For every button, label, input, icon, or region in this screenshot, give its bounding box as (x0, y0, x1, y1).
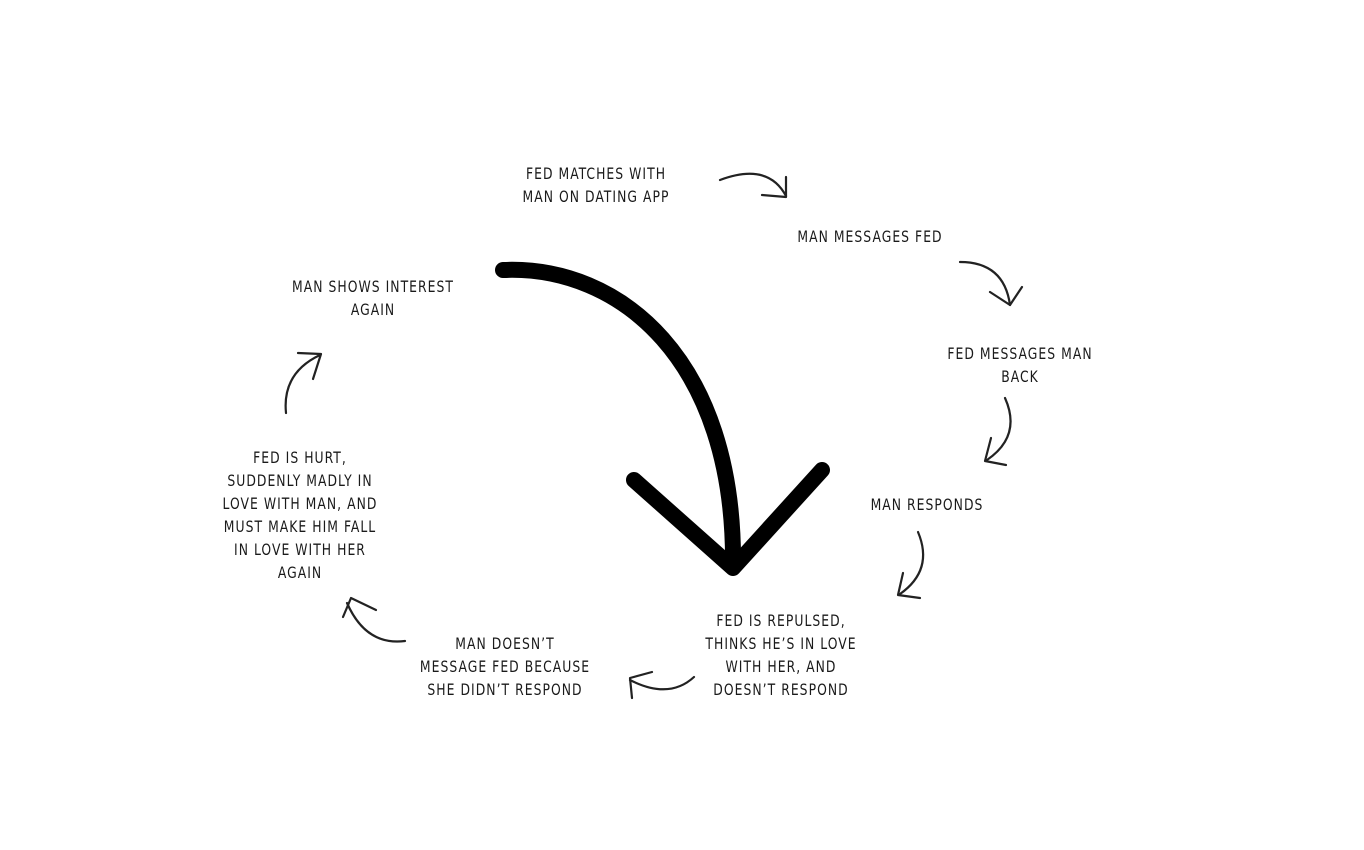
step-man-doesnt-message: MAN DOESN’T MESSAGE FED BECAUSE SHE DIDN… (419, 634, 591, 699)
big-arrow-shaft (495, 261, 742, 573)
curved-arrow-icon (341, 596, 407, 643)
step-fed-repulsed: FED IS REPULSED, THINKS HE’S IN LOVE WIT… (705, 611, 857, 699)
curved-arrow-icon (718, 172, 788, 199)
big-arrow-head (626, 462, 830, 576)
step-man-shows-interest: MAN SHOWS INTEREST AGAIN (291, 277, 454, 319)
curved-arrow-icon (896, 530, 925, 600)
curved-arrow-icon (284, 351, 323, 415)
step-fed-hurt: FED IS HURT, SUDDENLY MADLY IN LOVE WITH… (222, 448, 378, 582)
step-man-responds: MAN RESPONDS (870, 495, 984, 514)
curved-arrow-icon (628, 670, 696, 700)
curved-arrow-icon (958, 260, 1024, 307)
step-fed-messages-back: FED MESSAGES MAN BACK (947, 344, 1093, 386)
curved-arrow-icon (983, 396, 1012, 467)
step-match-on-app: FED MATCHES WITH MAN ON DATING APP (522, 164, 670, 206)
step-man-messages: MAN MESSAGES FED (797, 227, 943, 246)
big-curved-arrow-icon (495, 261, 830, 576)
